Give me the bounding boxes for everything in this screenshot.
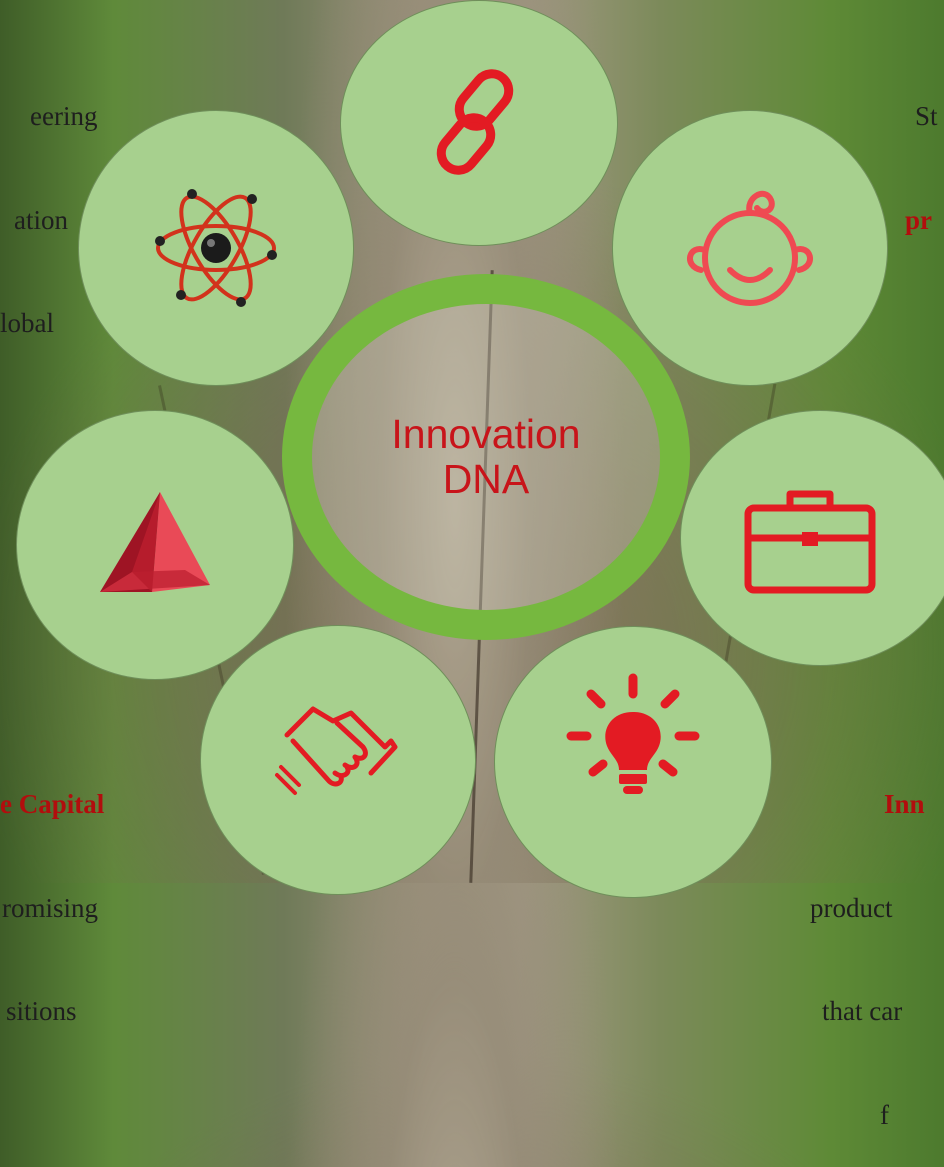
lightbulb-icon [566, 673, 700, 794]
text-bottom-left: e Capital romising sitions [0, 789, 105, 1027]
node-handshake [200, 625, 476, 895]
node-triangle-logo [16, 410, 294, 680]
text-bottom-right: Inn product that car f [810, 789, 925, 1131]
chain-link-icon [436, 69, 514, 175]
text-top-right: St pr [905, 101, 938, 235]
node-chain-link [340, 0, 618, 246]
node-briefcase [680, 410, 944, 666]
baby-face-icon [687, 191, 813, 307]
node-lightbulb [494, 626, 772, 898]
triangle-logo-icon [100, 492, 210, 592]
center-ring: Innovation DNA [282, 274, 690, 640]
node-atom [78, 110, 354, 386]
atom-icon [155, 189, 277, 307]
briefcase-icon [744, 490, 876, 594]
handshake-icon [275, 706, 398, 795]
center-title: Innovation DNA [391, 410, 581, 502]
text-top-left: eering ation lobal [0, 101, 98, 339]
node-baby-face [612, 110, 888, 386]
